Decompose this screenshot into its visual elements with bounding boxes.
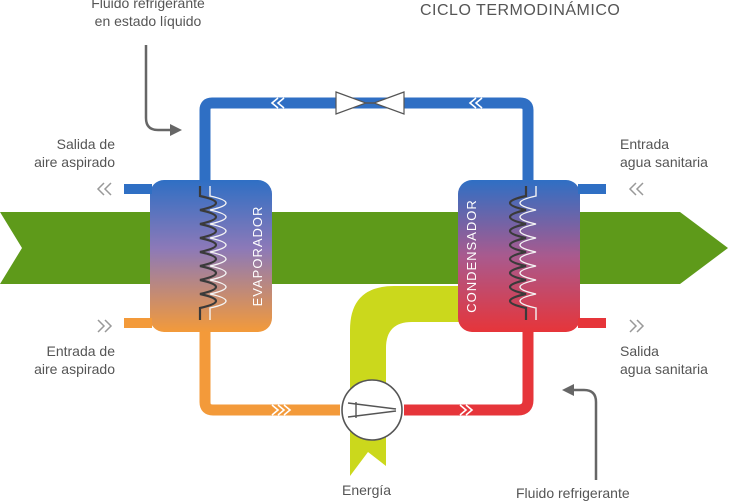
callout-arrow-bottom: [572, 388, 598, 480]
evaporator-bottom-stub: [124, 318, 152, 328]
double-chevron-icon: [270, 97, 483, 416]
condenser-tank: [458, 180, 580, 332]
condenser-bottom-stub: [578, 318, 606, 328]
air-flow-band: [0, 212, 728, 284]
callout-arrow-top: [144, 45, 172, 132]
water-in-label: Entrada agua sanitaria: [620, 136, 708, 170]
diagram-title: CICLO TERMODINÁMICO: [420, 2, 621, 19]
water-out-label: Salida agua sanitaria: [620, 343, 708, 377]
compressor-icon: [341, 379, 403, 441]
evaporator-top-stub: [124, 184, 152, 194]
air-intake-in-label: Entrada de aire aspirado: [34, 343, 115, 377]
air-exhaust-out-label: Salida de aire aspirado: [34, 136, 115, 170]
evaporator-coil-icon: [198, 186, 218, 320]
top-pipe: [199, 97, 534, 190]
condenser-label: CONDENSADOR: [464, 199, 479, 313]
refrigerant-liquid-label: Fluido refrigerante en estado líquido: [91, 0, 205, 29]
callout-arrowhead-top: [170, 124, 182, 136]
callout-arrowhead-bottom: [562, 384, 574, 396]
flow-indicator-chevrons: [96, 182, 645, 333]
evaporator-label: EVAPORADOR: [250, 206, 265, 307]
condenser-top-stub: [578, 184, 606, 194]
refrigerant-bottom-label: Fluido refrigerante: [516, 485, 630, 501]
condenser-inlet-pipe: [404, 320, 534, 416]
condenser-coil-icon: [508, 186, 528, 320]
expansion-valve-icon: [335, 91, 405, 115]
energy-label: Energía: [342, 482, 392, 498]
evaporator-outlet-pipe: [199, 320, 340, 416]
